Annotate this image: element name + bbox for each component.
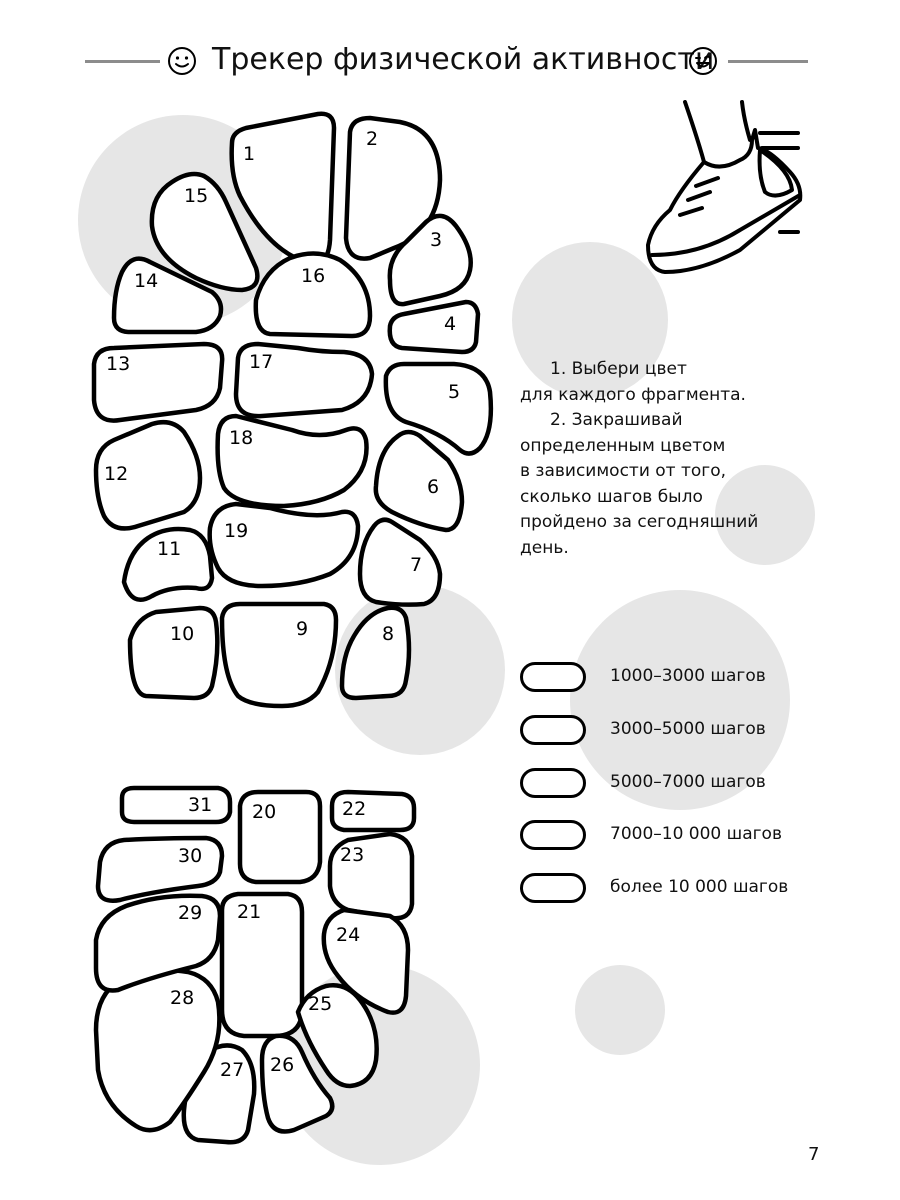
color-swatch[interactable] (520, 662, 586, 692)
footprint-piece-number: 6 (427, 476, 439, 498)
footprint-piece-4[interactable] (387, 299, 481, 355)
footprint-piece-9[interactable] (219, 601, 339, 709)
footprint-piece-number: 8 (382, 623, 394, 645)
footprint-piece-number: 19 (224, 520, 248, 542)
footprint-piece-8[interactable] (339, 605, 412, 701)
footprint-piece-13[interactable] (91, 341, 225, 423)
footprint-piece-22[interactable] (329, 789, 417, 833)
page-header: Трекер физической активности (0, 36, 900, 86)
decor-circle (715, 465, 815, 565)
page-number: 7 (808, 1144, 820, 1165)
header-line-right (728, 60, 808, 63)
footprint-piece-number: 15 (184, 185, 208, 207)
footprint-piece-19[interactable] (207, 501, 361, 589)
footprint-piece-3[interactable] (387, 213, 473, 307)
footprint-piece-number: 4 (444, 313, 456, 335)
instruction-line: сколько шагов было (520, 486, 703, 507)
instruction-line: в зависимости от того, (520, 461, 727, 481)
footprint-piece-number: 17 (249, 351, 273, 373)
footprint-piece-20[interactable] (237, 789, 323, 885)
footprint-piece-15[interactable] (149, 171, 260, 293)
page-title: Трекер физической активности (212, 42, 715, 77)
footprint-piece-number: 27 (220, 1059, 244, 1081)
footprint-piece-number: 25 (308, 993, 332, 1015)
footprint-piece-number: 16 (301, 265, 325, 287)
legend-item: более 10 000 шагов (520, 871, 840, 907)
footprint-piece-26[interactable] (259, 1033, 335, 1134)
legend-label: более 10 000 шагов (610, 877, 789, 897)
footprint-piece-23[interactable] (327, 831, 415, 921)
footprint-piece-16[interactable] (253, 251, 373, 339)
color-swatch[interactable] (520, 768, 586, 798)
footprint-piece-number: 5 (448, 381, 460, 403)
smiley-icon (168, 47, 196, 75)
footprint-piece-number: 30 (178, 845, 202, 867)
footprint-piece-29[interactable] (93, 893, 223, 993)
smiley-wink-icon (689, 47, 717, 75)
legend-item: 1000–3000 шагов (520, 660, 840, 696)
color-swatch[interactable] (520, 820, 586, 850)
footprint-piece-11[interactable] (121, 526, 215, 602)
footprint-piece-17[interactable] (233, 341, 375, 419)
footprint-piece-number: 28 (170, 987, 194, 1009)
footprint-piece-7[interactable] (357, 517, 443, 607)
footprint-piece-18[interactable] (215, 413, 369, 509)
footprint-piece-number: 9 (296, 618, 308, 640)
footprint-piece-2[interactable] (343, 115, 443, 261)
footprint-piece-24[interactable] (321, 907, 411, 1015)
legend-label: 1000–3000 шагов (610, 666, 766, 686)
sneaker-icon (646, 100, 803, 274)
legend-label: 7000–10 000 шагов (610, 824, 782, 844)
footprint-piece-21[interactable] (219, 891, 305, 1039)
instruction-line: для каждого фрагмента. (520, 384, 746, 405)
header-line-left (85, 60, 160, 63)
legend-label: 5000–7000 шагов (610, 772, 766, 792)
instruction-line: день. (520, 537, 569, 558)
footprint-piece-5[interactable] (383, 361, 494, 456)
footprint-piece-12[interactable] (93, 420, 203, 531)
footprint-piece-number: 2 (366, 128, 378, 150)
footprint-piece-number: 23 (340, 844, 364, 866)
legend-label: 3000–5000 шагов (610, 719, 766, 739)
footprint-piece-number: 14 (134, 270, 158, 292)
footprint-piece-30[interactable] (95, 835, 225, 903)
instruction-line: определенным цветом (520, 435, 726, 456)
footprint-piece-number: 7 (410, 554, 422, 576)
footprint-piece-number: 29 (178, 902, 202, 924)
footprint-piece-number: 22 (342, 798, 366, 820)
decor-circle (570, 590, 790, 810)
footprint-piece-25[interactable] (295, 983, 379, 1089)
instruction-step-2: 2. Закрашивай (550, 410, 683, 430)
instructions-text: 1. Выбери цвет для каждого фрагмента. 2.… (520, 357, 810, 561)
legend-item: 3000–5000 шагов (520, 713, 840, 749)
footprint-piece-number: 13 (106, 353, 130, 375)
footprint-piece-number: 31 (188, 794, 212, 816)
footprint-piece-number: 1 (243, 143, 255, 165)
footprint-piece-number: 12 (104, 463, 128, 485)
instruction-step-1: 1. Выбери цвет (550, 359, 687, 379)
footprint-piece-number: 10 (170, 623, 194, 645)
footprint-piece-number: 20 (252, 801, 276, 823)
footprint-piece-10[interactable] (127, 605, 220, 701)
footprint-piece-number: 21 (237, 901, 261, 923)
footprint-piece-number: 18 (229, 427, 253, 449)
color-swatch[interactable] (520, 873, 586, 903)
footprint-piece-14[interactable] (111, 256, 224, 335)
legend-item: 5000–7000 шагов (520, 766, 840, 802)
footprint-piece-1[interactable] (229, 111, 337, 266)
footprint-piece-number: 24 (336, 924, 360, 946)
color-swatch[interactable] (520, 715, 586, 745)
footprint-piece-31[interactable] (119, 785, 233, 825)
instruction-line: пройдено за сегодняшний (520, 512, 759, 532)
footprint-piece-6[interactable] (373, 429, 465, 533)
decor-circle (575, 965, 665, 1055)
footprint-piece-number: 26 (270, 1054, 294, 1076)
footprint-piece-number: 11 (157, 538, 181, 560)
legend-item: 7000–10 000 шагов (520, 818, 840, 854)
footprint-piece-number: 3 (430, 229, 442, 251)
decor-circle (512, 242, 668, 398)
